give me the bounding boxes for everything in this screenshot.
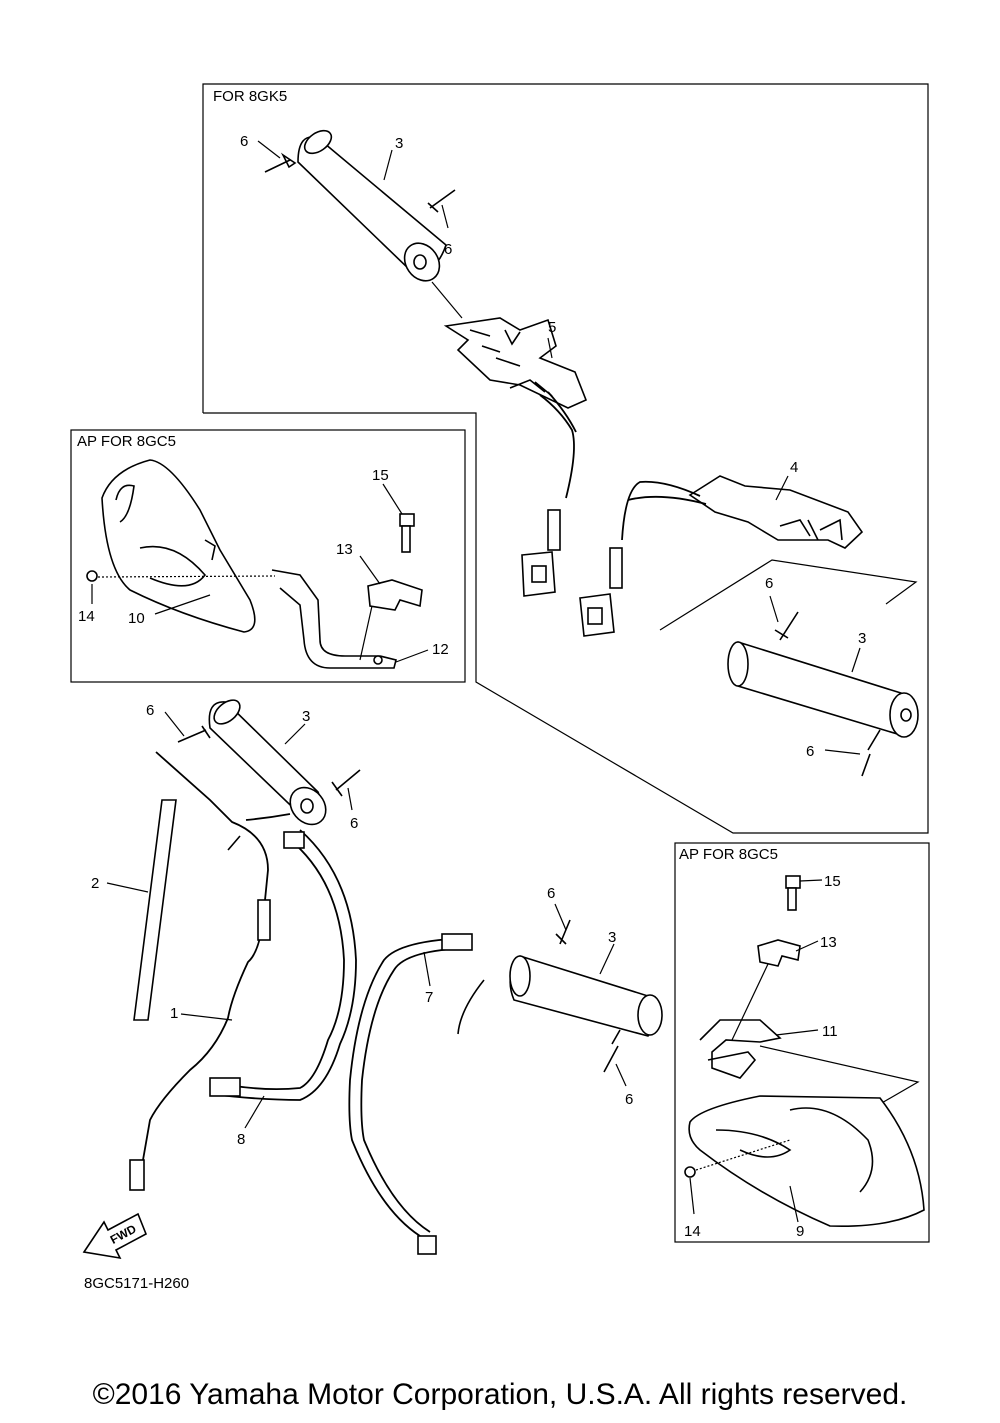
screw-icon <box>86 570 98 582</box>
callout-3: 3 <box>858 630 866 647</box>
bracket-part-11 <box>699 1019 782 1079</box>
leader-lines <box>91 140 861 1223</box>
callout-6: 6 <box>806 743 814 760</box>
callout-labels: 3 6 6 5 4 6 3 6 15 13 10 12 14 6 3 6 2 1… <box>78 133 866 1240</box>
callout-13: 13 <box>336 541 353 558</box>
hand-guard-part-9 <box>688 1095 925 1227</box>
variant-box-8gk5-title: FOR 8GK5 <box>213 88 287 105</box>
callout-4: 4 <box>790 459 798 476</box>
variant-box-ap-8gc5-right: AP FOR 8GC5 <box>674 842 930 1243</box>
bolt-part-15 <box>399 513 415 553</box>
grip-heater-part-5 <box>443 317 588 409</box>
callout-3: 3 <box>302 708 310 725</box>
fwd-arrow-icon: FWD <box>82 1212 148 1260</box>
callout-6: 6 <box>765 575 773 592</box>
callout-2: 2 <box>91 875 99 892</box>
copyright-notice: ©2016 Yamaha Motor Corporation, U.S.A. A… <box>92 1378 908 1411</box>
hose-part-7 <box>348 933 473 1255</box>
variant-box-ap-8gc5-left-title: AP FOR 8GC5 <box>77 433 176 450</box>
variant-box-8gk5: FOR 8GK5 <box>202 83 929 834</box>
grip-part-3-lower-left <box>208 699 327 826</box>
callout-6: 6 <box>240 133 248 150</box>
callout-12: 12 <box>432 641 449 658</box>
grip-heater-part-4 <box>688 475 864 549</box>
callout-15: 15 <box>824 873 841 890</box>
grip-part-3-top <box>297 129 447 282</box>
hand-guard-part-10 <box>101 459 256 633</box>
rivet-icon <box>264 152 456 213</box>
grip-part-3-right <box>727 641 919 738</box>
callout-8: 8 <box>237 1131 245 1148</box>
clamp-part-13 <box>367 579 423 611</box>
spring-part-2 <box>133 799 177 1021</box>
callout-5: 5 <box>548 319 556 336</box>
bolt-part-15 <box>785 875 801 911</box>
callout-7: 7 <box>425 989 433 1006</box>
callout-6: 6 <box>625 1091 633 1108</box>
variant-box-ap-8gc5-left: AP FOR 8GC5 <box>70 429 466 683</box>
throttle-cable-part-1 <box>129 751 291 1191</box>
callout-11: 11 <box>822 1023 838 1040</box>
diagram-code: 8GC5171-H260 <box>84 1275 189 1292</box>
variant-box-ap-8gc5-right-title: AP FOR 8GC5 <box>679 846 778 863</box>
callout-6: 6 <box>444 241 452 258</box>
callout-6: 6 <box>350 815 358 832</box>
hose-part-8 <box>209 829 357 1101</box>
bracket-part-12 <box>271 569 397 669</box>
callout-14: 14 <box>78 608 95 625</box>
callout-6: 6 <box>146 702 154 719</box>
callout-13: 13 <box>820 934 837 951</box>
callout-1: 1 <box>170 1005 178 1022</box>
screw-icon <box>684 1166 696 1178</box>
callout-10: 10 <box>128 610 145 627</box>
callout-3: 3 <box>608 929 616 946</box>
clamp-part-13 <box>757 939 801 967</box>
callout-3: 3 <box>395 135 403 152</box>
callout-6: 6 <box>547 885 555 902</box>
callout-15: 15 <box>372 467 389 484</box>
callout-9: 9 <box>796 1223 804 1240</box>
grip-part-3-lower-right <box>509 955 663 1037</box>
callout-14: 14 <box>684 1223 701 1240</box>
